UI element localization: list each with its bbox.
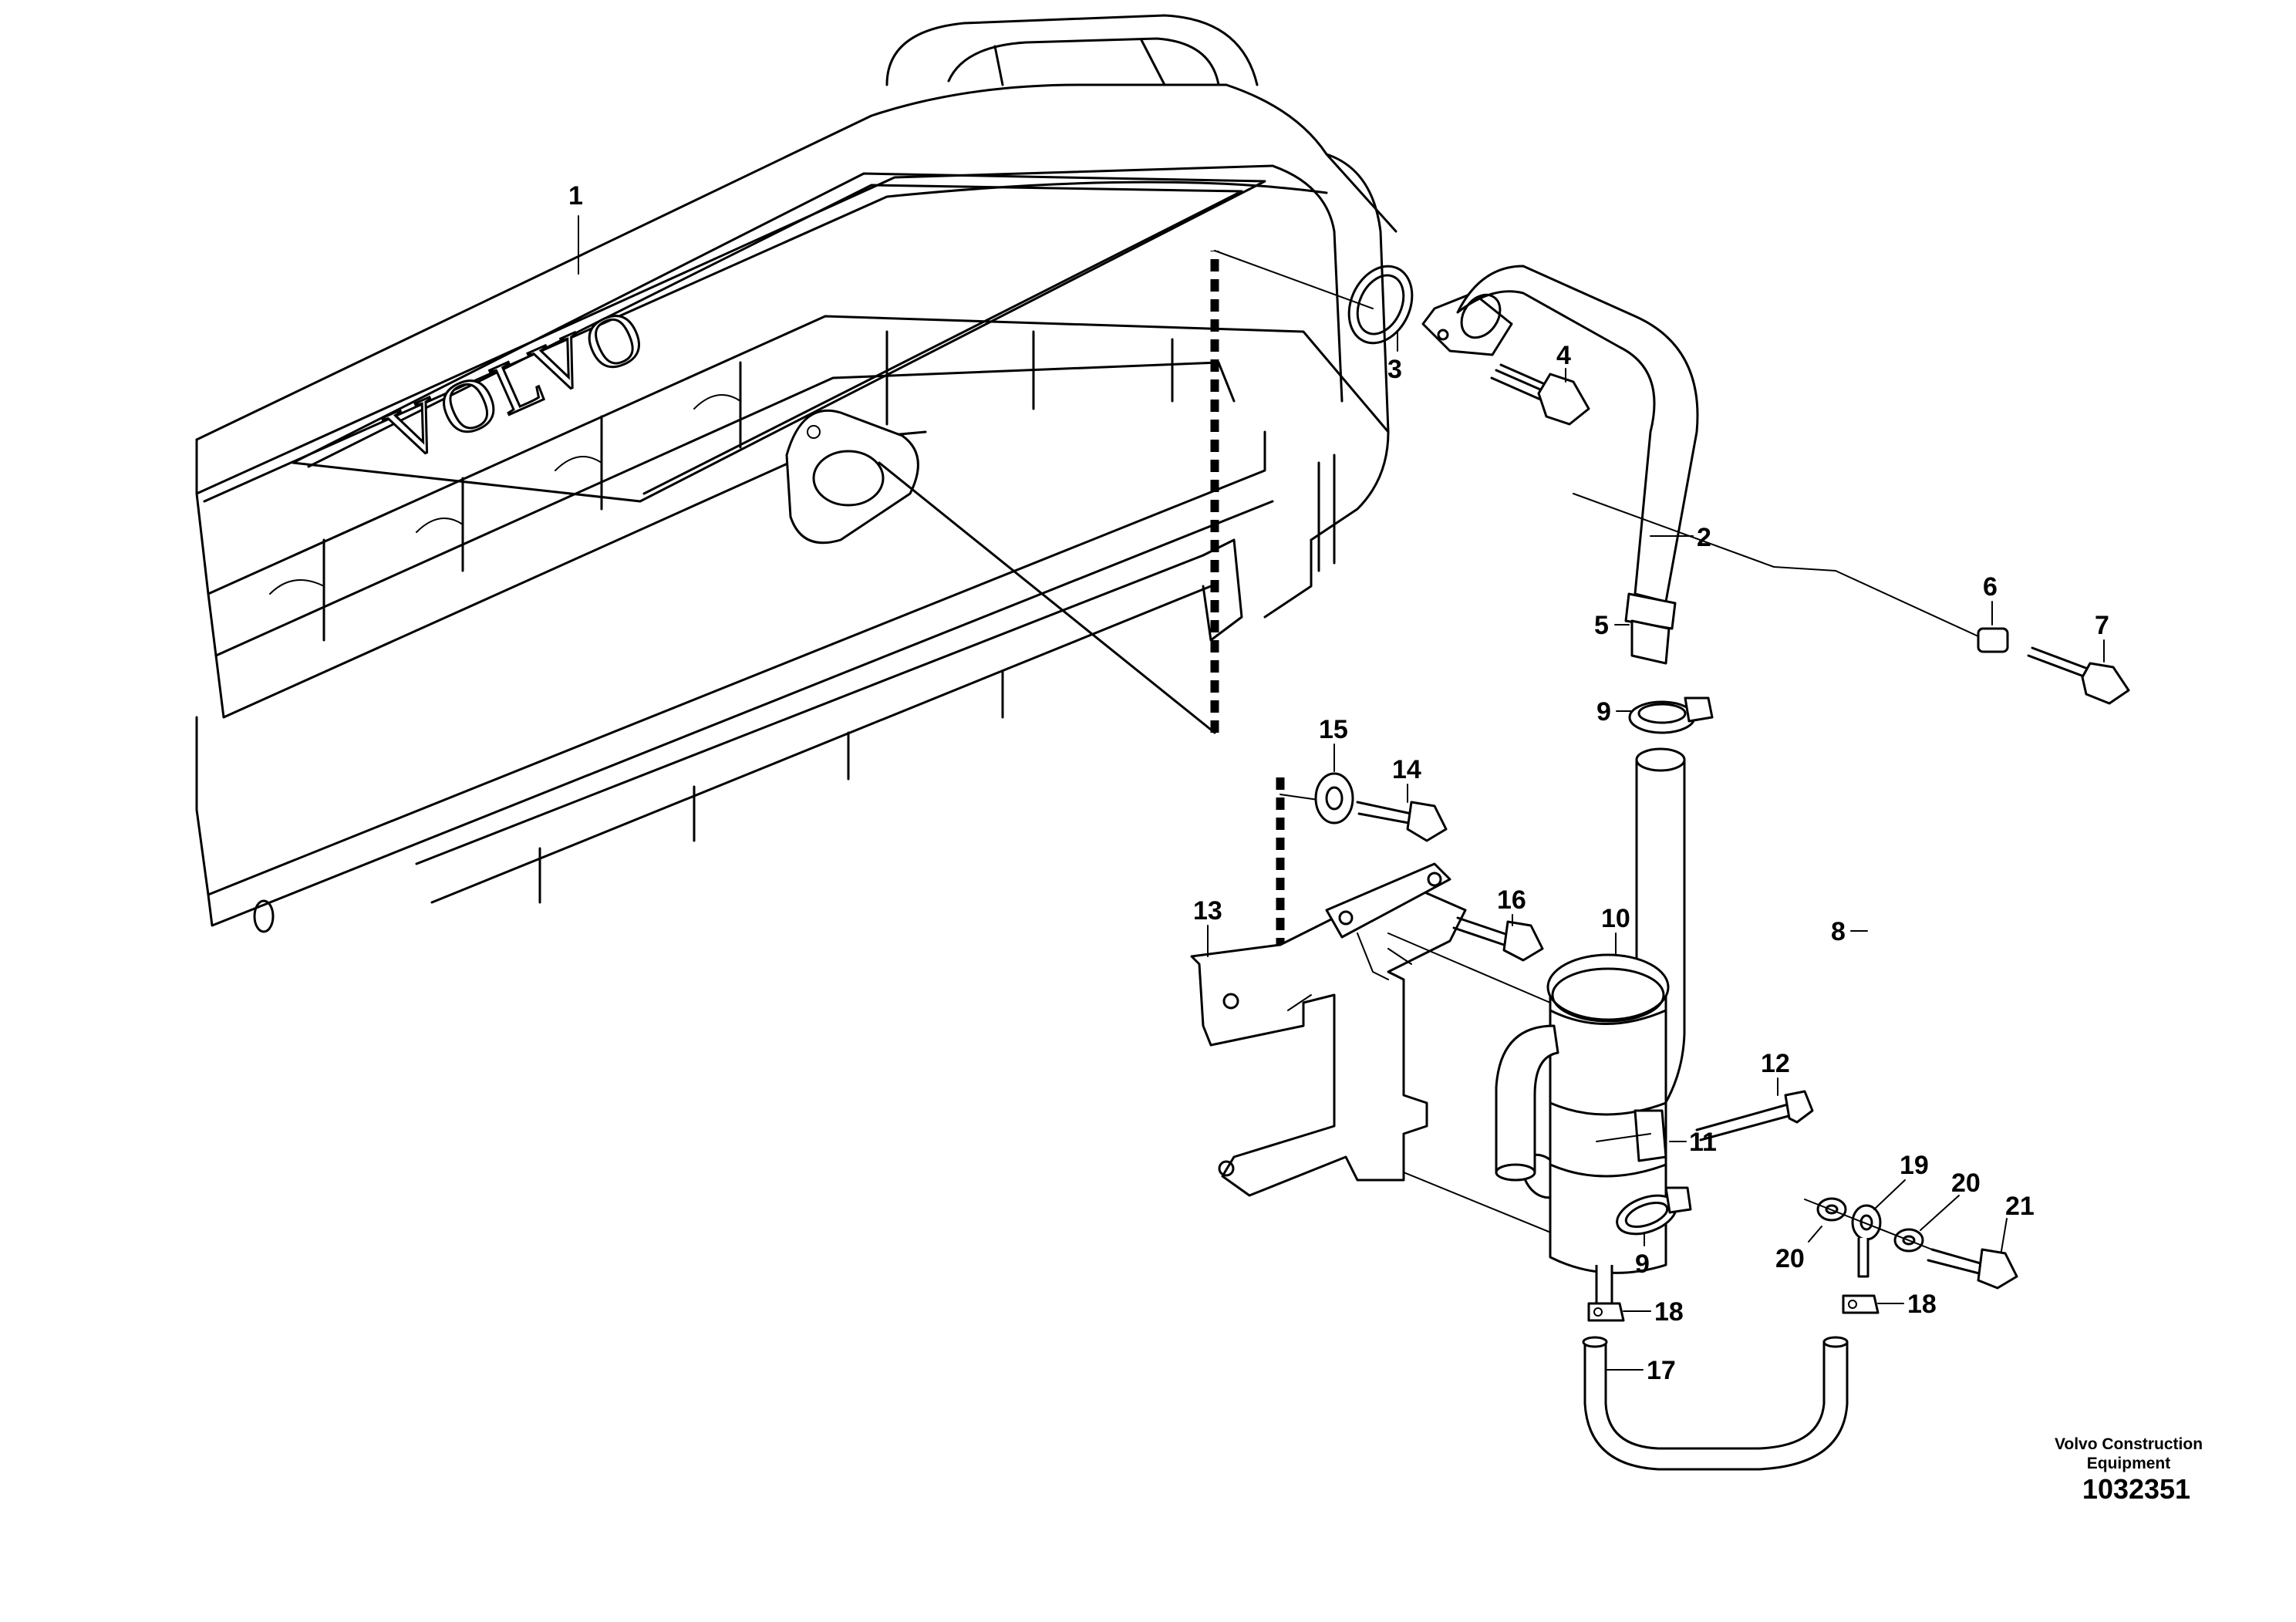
svg-text:18: 18 [1654, 1297, 1684, 1327]
svg-text:17: 17 [1647, 1356, 1676, 1385]
callout-20-right: 20 [1920, 1168, 1981, 1231]
callout-14: 14 [1392, 755, 1421, 803]
washer-hole [1902, 1235, 1916, 1246]
oil-separator-canister [1495, 953, 1670, 1305]
leader-pipe-mount [1573, 493, 1836, 572]
svg-text:14: 14 [1392, 755, 1421, 784]
dashed-link-upper [1214, 250, 1374, 309]
svg-text:13: 13 [1193, 896, 1222, 926]
manufacturer-label: Volvo Construction Equipment [2021, 1435, 2237, 1473]
callout-12: 12 [1761, 1049, 1790, 1096]
callout-18-left: 18 [1623, 1297, 1684, 1327]
svg-text:11: 11 [1689, 1128, 1717, 1157]
callout-19: 19 [1873, 1151, 1929, 1210]
svg-text:16: 16 [1497, 885, 1526, 915]
callout-11: 11 [1669, 1128, 1717, 1157]
callout-13: 13 [1193, 896, 1222, 957]
leader-cover-to-pipe [878, 461, 1216, 734]
banjo-bolt [1927, 1248, 2018, 1290]
hose-clamp [1616, 1186, 1692, 1236]
callout-9-lower: 9 [1635, 1233, 1650, 1279]
volvo-brand-lettering: VOLVO [374, 290, 659, 477]
callout-5: 5 [1594, 611, 1630, 640]
svg-text:21: 21 [2005, 1192, 2035, 1221]
banjo-fitting [1851, 1204, 1882, 1278]
callout-17: 17 [1605, 1356, 1848, 1385]
svg-text:8: 8 [1831, 917, 1846, 946]
callout-8: 8 [1831, 917, 1868, 946]
callout-6: 6 [1983, 572, 1998, 626]
cover-outlet-flange [785, 409, 919, 545]
bolt [2027, 646, 2130, 705]
svg-text:7: 7 [2095, 611, 2109, 640]
callouts: 1 2 3 4 5 6 7 8 [568, 181, 2109, 1385]
engine-valve-cover: VOLVO [195, 14, 1397, 933]
hose-clamp [1628, 696, 1714, 734]
svg-text:3: 3 [1387, 355, 1402, 384]
bolt [1490, 363, 1590, 426]
svg-text:15: 15 [1319, 715, 1348, 744]
callout-20-left: 20 [1775, 1226, 1822, 1273]
callout-18-right: 18 [1877, 1290, 1937, 1319]
leader-spacer-line [1835, 570, 1979, 637]
washer-hole [1825, 1204, 1839, 1215]
callout-10: 10 [1601, 904, 1630, 956]
callout-1: 1 [568, 181, 583, 275]
svg-text:18: 18 [1907, 1290, 1937, 1319]
bolt [1695, 1090, 1814, 1141]
oil-return-pipe [1421, 265, 1699, 665]
callout-15: 15 [1319, 715, 1348, 772]
svg-text:9: 9 [1635, 1249, 1650, 1279]
mounting-bracket [1190, 862, 1467, 1197]
svg-text:20: 20 [1951, 1168, 1981, 1198]
drain-hose [1582, 1336, 1849, 1471]
manufacturer-line-1: Volvo Construction [2054, 1435, 2203, 1453]
callout-3: 3 [1387, 331, 1402, 384]
leader-banjo-axis [1804, 1199, 1933, 1250]
svg-text:19: 19 [1900, 1151, 1929, 1180]
o-ring-gasket [1347, 265, 1414, 345]
document-number: 1032351 [2082, 1473, 2191, 1505]
svg-text:12: 12 [1761, 1049, 1790, 1078]
svg-text:5: 5 [1594, 611, 1609, 640]
svg-text:9: 9 [1596, 697, 1611, 727]
bolt [1356, 801, 1448, 842]
bolt [1452, 916, 1544, 962]
washer [1314, 772, 1354, 824]
svg-text:4: 4 [1556, 341, 1571, 370]
hose-clip [1842, 1294, 1880, 1314]
callout-2: 2 [1650, 523, 1711, 552]
hose-clip [1587, 1302, 1625, 1322]
spacer-sleeve [1977, 627, 2009, 653]
callout-16: 16 [1497, 885, 1526, 926]
svg-text:20: 20 [1775, 1244, 1805, 1273]
callout-7: 7 [2095, 611, 2109, 663]
callout-9-upper: 9 [1596, 697, 1632, 727]
callout-4: 4 [1556, 341, 1571, 383]
leader-bracket-to-filter [1387, 932, 1551, 1003]
callout-21: 21 [2001, 1192, 2035, 1252]
svg-text:1: 1 [568, 181, 583, 211]
manufacturer-line-2: Equipment [2086, 1455, 2171, 1472]
svg-text:6: 6 [1983, 572, 1998, 602]
svg-text:10: 10 [1601, 904, 1630, 933]
leader-bracket-bottom [1403, 1172, 1574, 1243]
svg-text:2: 2 [1697, 523, 1711, 552]
